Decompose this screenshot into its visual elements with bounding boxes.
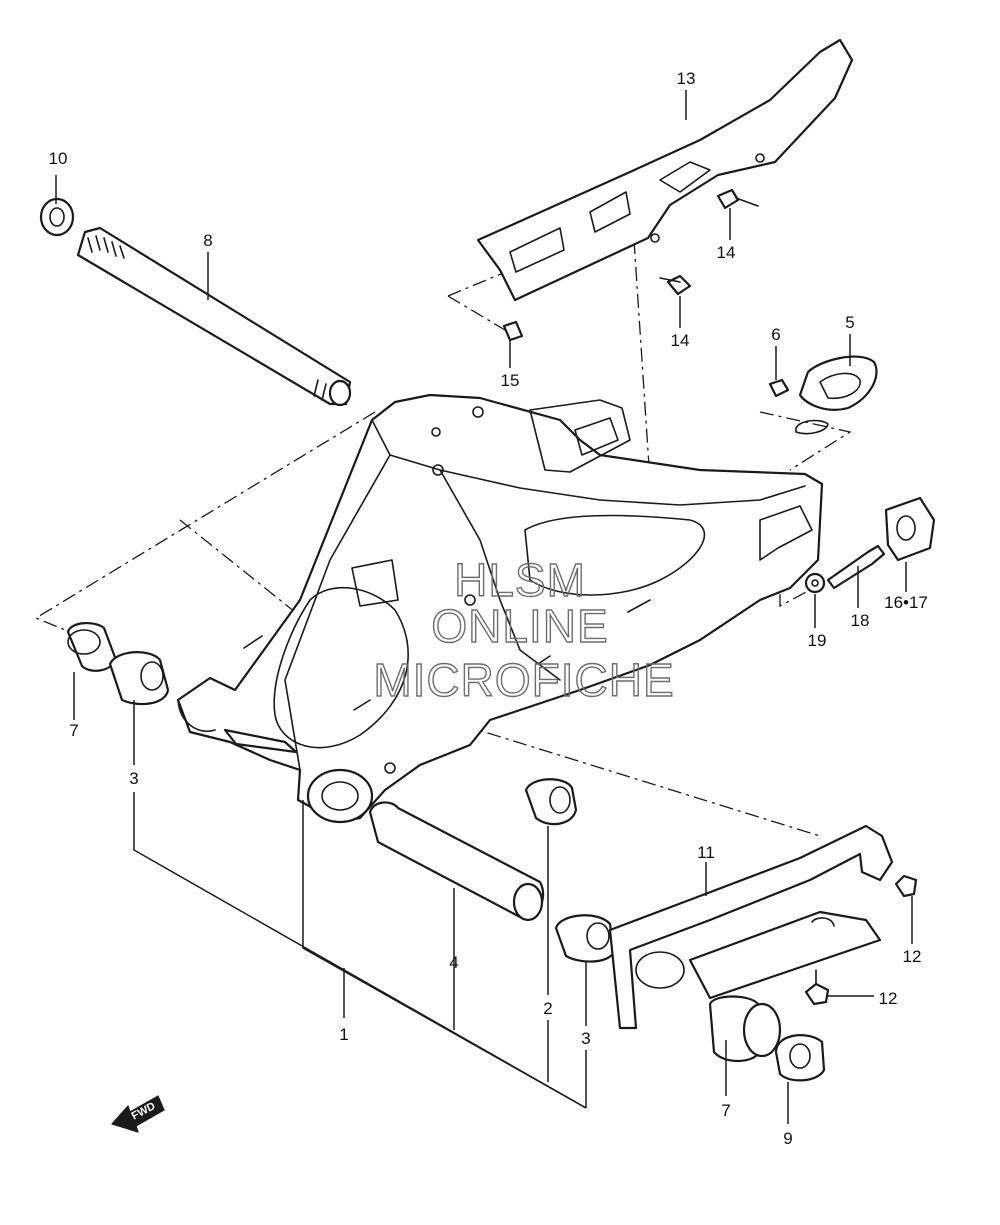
left-needle-bearing [108,651,170,706]
watermark-line-1: HLSM [454,554,586,606]
chain-case-clip [502,320,524,342]
chain-case [476,38,854,302]
callout-13: 13 [677,69,696,88]
axle-adjuster-block [884,496,936,562]
callout-1: 1 [339,1025,348,1044]
callout-18: 18 [851,611,870,630]
callout-labels: 10 8 13 14 14 15 6 5 16•17 18 19 7 3 4 2… [49,69,928,1148]
forward-arrow-icon: FWD [111,1095,165,1133]
chain-case-bolt-lower [659,274,692,296]
callout-7-right: 7 [721,1101,730,1120]
pivot-sleeve [368,801,545,922]
pivot-nut [39,197,75,237]
callout-8: 8 [203,231,212,250]
callout-3-right: 3 [581,1029,590,1048]
left-spacer-bushing [66,622,118,672]
watermark-line-2: ONLINE [431,600,608,652]
right-bearing [554,914,616,963]
callout-12-lower: 12 [879,989,898,1008]
right-spacer-bushing [708,995,782,1063]
callout-5: 5 [845,313,854,332]
pivot-right-nut [774,1034,826,1082]
swingarm-main-body [176,393,824,824]
chain-adjuster-plate [795,355,878,435]
adjuster-bolt [826,544,886,590]
watermark: HLSM ONLINE MICROFICHE [373,553,675,706]
callout-9: 9 [783,1129,792,1148]
chain-guide [608,824,894,1030]
callout-15: 15 [501,371,520,390]
callout-12-upper: 12 [903,947,922,966]
callout-6: 6 [771,325,780,344]
callout-4: 4 [449,953,458,972]
callout-3-left: 3 [129,769,138,788]
callout-16-17: 16•17 [884,593,928,612]
watermark-line-3: MICROFICHE [373,654,674,706]
callout-2: 2 [543,999,552,1018]
chain-case-bolt-upper [716,188,759,210]
pivot-shaft [76,226,352,407]
callout-19: 19 [808,631,827,650]
callout-7-left: 7 [69,721,78,740]
leader-lines [55,90,913,1124]
adjuster-nut [768,378,790,398]
callout-14-upper: 14 [717,243,736,262]
callout-14-lower: 14 [671,331,690,350]
chain-guide-bolt-upper [894,874,918,898]
chain-guide-bolt-lower [804,969,830,1006]
callout-11: 11 [697,843,715,862]
callout-10: 10 [49,149,68,168]
adjuster-lock-nut [804,572,826,594]
right-needle-bearing [524,778,578,826]
